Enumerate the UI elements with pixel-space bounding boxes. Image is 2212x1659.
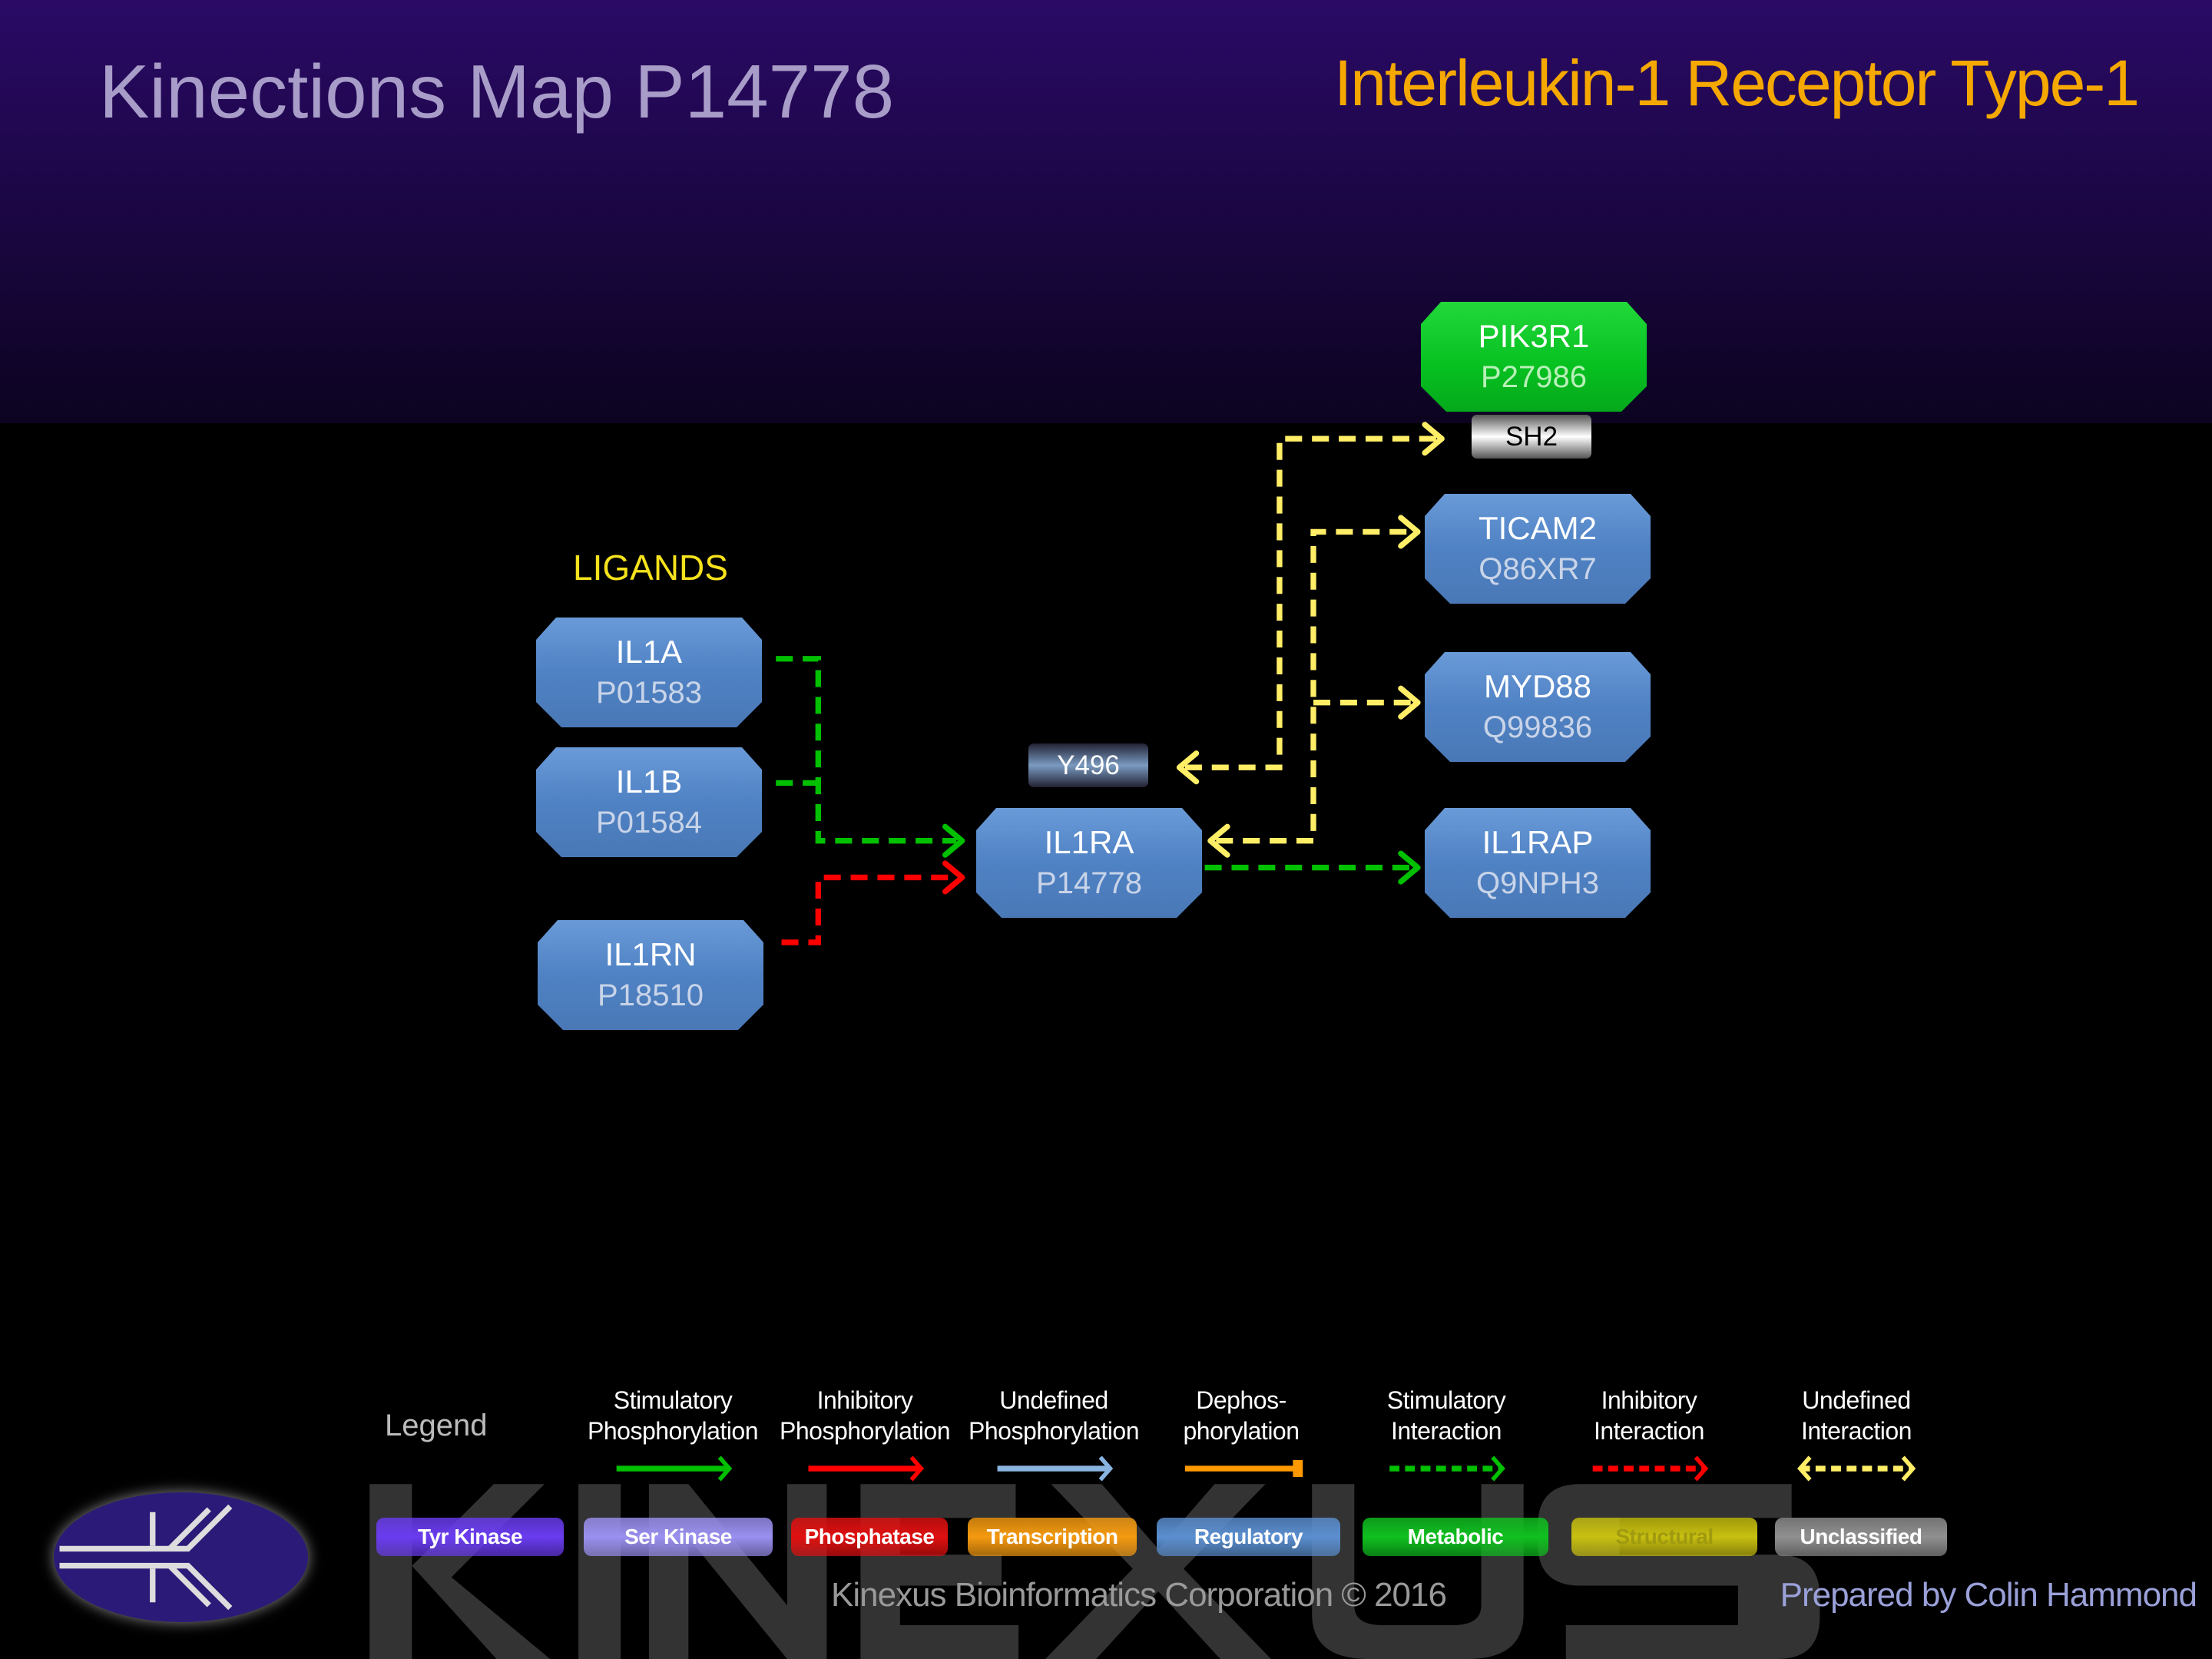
edge-il1ra-ticam2 (1216, 528, 1411, 844)
kinexus-logo (54, 1492, 308, 1622)
legend-label-line2: Interaction (1391, 1417, 1502, 1445)
legend-label-line2: Interaction (1594, 1417, 1704, 1445)
node-accession: P14778 (1036, 866, 1142, 900)
legend-title: Legend (385, 1409, 488, 1442)
node-accession: P18510 (598, 979, 704, 1012)
node-name: TICAM2 (1478, 510, 1597, 546)
node-name: PIK3R1 (1478, 318, 1590, 354)
node-name: IL1RN (604, 936, 697, 972)
legend-label-line1: Inhibitory (816, 1386, 913, 1414)
arrowhead (942, 860, 965, 895)
legend-label-line2: phorylation (1183, 1417, 1300, 1445)
arrowhead (942, 823, 965, 858)
node-name: IL1B (615, 763, 683, 800)
legend-label-line1: Stimulatory (613, 1386, 733, 1414)
page-title: Kinections Map P14778 (99, 49, 895, 134)
arrowhead (1176, 750, 1200, 785)
legend-category-tyr-kinase: Tyr Kinase (376, 1518, 564, 1556)
legend-arrowhead-icon (1098, 1455, 1114, 1482)
legend-label-line1: Stimulatory (1386, 1386, 1506, 1414)
legend-arrowhead-icon (1694, 1455, 1709, 1482)
node-il1rap[interactable]: IL1RAP Q9NPH3 (1425, 808, 1651, 918)
site-sh2[interactable]: SH2 (1472, 415, 1591, 459)
legend-category-regulatory: Regulatory (1157, 1518, 1340, 1556)
legend-label-line1: Inhibitory (1601, 1386, 1697, 1414)
legend-label-line2: Interaction (1801, 1417, 1912, 1445)
legend-arrowhead-icon (1491, 1455, 1505, 1482)
legend-category-phosphatase: Phosphatase (791, 1518, 948, 1556)
legend-arrowhead-icon (717, 1455, 733, 1482)
legend-category-unclassified: Unclassified (1775, 1518, 1947, 1556)
node-il1a[interactable]: IL1A P01583 (536, 618, 762, 727)
edge-il1rn-il1ra (781, 874, 957, 945)
legend-category-structural: Structural (1571, 1518, 1757, 1556)
node-accession: Q86XR7 (1479, 552, 1597, 586)
node-name: IL1RAP (1482, 824, 1594, 860)
site-y496[interactable]: Y496 (1028, 743, 1148, 787)
legend-label-line2: Phosphorylation (588, 1417, 758, 1445)
node-name: IL1RA (1044, 824, 1134, 860)
node-name: MYD88 (1483, 668, 1592, 704)
ligands-label: LIGANDS (573, 548, 728, 588)
legend-category-transcription: Transcription (968, 1518, 1137, 1556)
node-accession: Q99836 (1482, 710, 1593, 744)
legend-arrowhead-icon (909, 1455, 925, 1482)
legend-arrowhead-icon (1797, 1455, 1916, 1482)
prepared-by: Prepared by Colin Hammond (1780, 1576, 2197, 1614)
node-accession: P01584 (596, 806, 702, 839)
node-accession: P27986 (1481, 360, 1587, 394)
legend-category-ser-kinase: Ser Kinase (584, 1518, 773, 1556)
arrowhead (1422, 422, 1445, 456)
protein-name: Interleukin-1 Receptor Type-1 (1333, 47, 2140, 119)
legend-category-metabolic: Metabolic (1363, 1518, 1548, 1556)
node-accession: P01583 (596, 676, 702, 710)
arrowhead (1207, 823, 1230, 858)
legend-label-line1: Undefined (999, 1386, 1108, 1414)
legend-label-line2: Phosphorylation (969, 1417, 1139, 1445)
legend-label: Dephos-phorylation (1145, 1385, 1337, 1446)
node-il1ra[interactable]: IL1RA P14778 (976, 808, 1202, 918)
copyright: Kinexus Bioinformatics Corporation © 201… (831, 1576, 1447, 1614)
kinexus-k-icon (59, 1504, 233, 1611)
node-name: IL1A (615, 634, 683, 670)
node-accession: Q9NPH3 (1475, 866, 1600, 900)
legend-label-line1: Dephos- (1196, 1386, 1286, 1414)
legend-label-line2: Phosphorylation (780, 1417, 950, 1445)
arrowhead (1398, 685, 1421, 720)
node-il1b[interactable]: IL1B P01584 (536, 747, 762, 857)
node-il1rn[interactable]: IL1RN P18510 (538, 920, 763, 1030)
header-band (0, 0, 2212, 423)
arrowhead (1398, 850, 1421, 885)
arrowhead (1398, 515, 1421, 549)
legend-label-line1: Undefined (1802, 1386, 1911, 1414)
